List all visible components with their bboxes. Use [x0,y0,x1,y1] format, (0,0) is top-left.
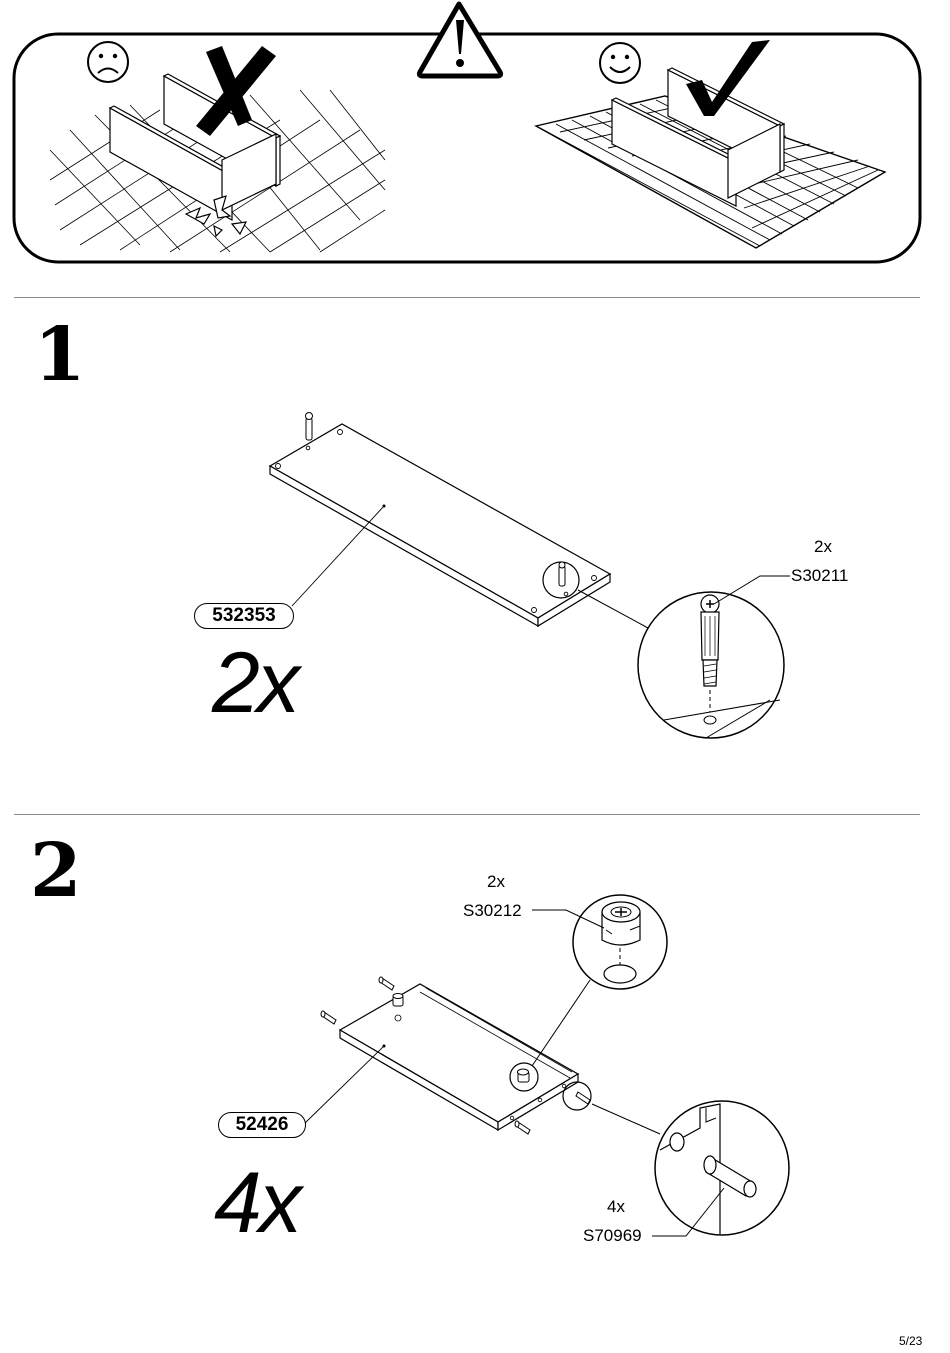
hardware-quantity-s70969: 4x [607,1198,625,1215]
hardware-quantity-s30212: 2x [487,873,505,890]
page-number: 5/23 [899,1334,922,1348]
hardware-part-s70969: S70969 [583,1227,642,1244]
part-number-52426: 52426 [218,1112,306,1138]
cam-lock-small [393,994,403,1007]
magnifier-detail-s30212 [573,895,667,989]
magnifier-detail-s70969 [655,1101,789,1235]
panel-52426 [340,984,578,1130]
hardware-part-s30212: S30212 [463,902,522,919]
panel-quantity-step-2: 4x [214,1160,299,1246]
cam-lock-small-2 [518,1069,530,1082]
leader-line-dowel [592,1104,660,1134]
part-leader-52426 [304,1046,384,1124]
leader-line-cam [532,980,590,1066]
